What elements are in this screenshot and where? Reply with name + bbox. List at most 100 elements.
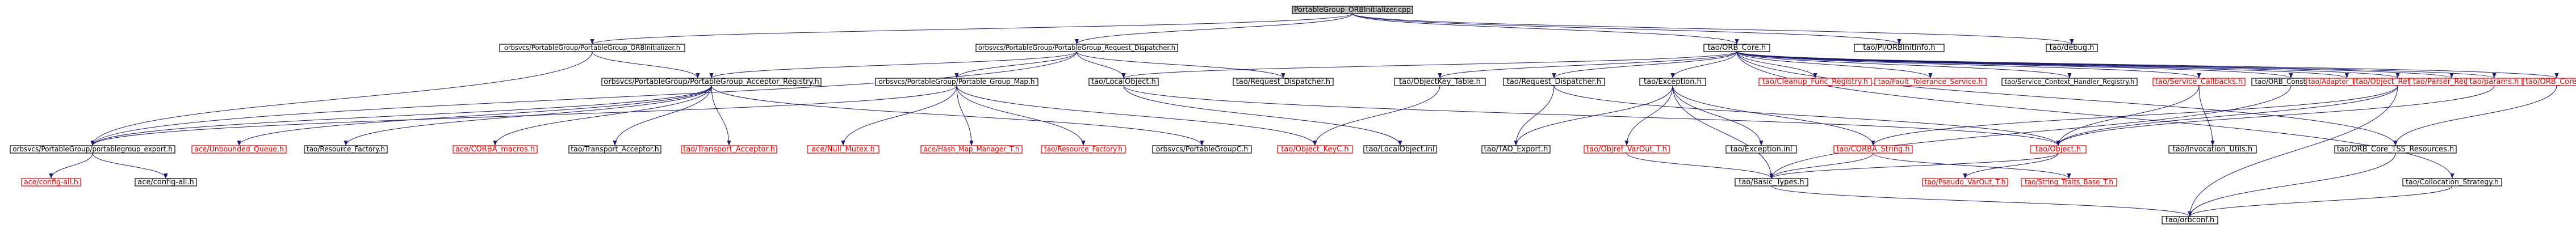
node-label: orbsvcs/PortableGroup/PortableGroup_Requ… [978,44,1175,52]
node-box[interactable] [1703,44,1770,52]
node-label: ace/Null_Mutex.h [811,145,875,154]
dependency-edge-objref_table-to-corba_string [1871,85,2398,146]
node-box[interactable] [10,145,175,154]
node-box[interactable] [2334,145,2457,154]
node-box[interactable] [2001,78,2138,86]
node-box[interactable] [1152,145,1252,154]
node-box[interactable] [2152,78,2246,86]
node-box[interactable] [681,145,777,154]
node-exception[interactable]: tao/Exception.h [1639,78,1706,86]
node-params[interactable]: tao/params.h [2466,78,2523,86]
node-fault-tol[interactable]: tao/Fault_Tolerance_Service.h [1874,77,1987,86]
node-transport-acceptor[interactable]: tao/Transport_Acceptor.h [568,145,661,154]
node-pg-c[interactable]: orbsvcs/PortableGroupC.h [1152,145,1252,154]
node-box[interactable] [1922,178,2008,187]
node-orbinit-h[interactable]: orbsvcs/PortableGroup/PortableGroup_ORBI… [499,44,685,52]
node-pg-export[interactable]: orbsvcs/PortableGroup/portablegroup_expo… [10,145,175,154]
node-reqdisp-h[interactable]: orbsvcs/PortableGroup/PortableGroup_Requ… [975,44,1178,52]
node-transport-acceptor-r[interactable]: tao/Transport_Acceptor.h [681,145,777,154]
node-box[interactable] [499,44,685,52]
node-label: tao/Pseudo_VarOut_T.h [1924,177,2005,186]
node-box[interactable] [568,145,661,154]
node-box[interactable] [21,178,81,187]
node-box[interactable] [304,145,388,154]
node-object-h[interactable]: tao/Object.h [2030,145,2087,154]
node-group-map[interactable]: orbsvcs/PortableGroup/Portable_Group_Map… [875,78,1038,86]
node-box[interactable] [1503,78,1605,86]
node-collocation[interactable]: tao/Collocation_Strategy.h [2402,177,2502,187]
node-orb-core[interactable]: tao/ORB_Core.h [1703,44,1770,52]
node-box[interactable] [2021,178,2117,187]
node-box[interactable] [1277,145,1353,154]
node-unbounded-queue[interactable]: ace/Unbounded_Queue.h [191,145,287,154]
node-label: tao/ORB_Core.inl [2525,78,2576,86]
node-box[interactable] [1481,145,1551,154]
node-exception-inl[interactable]: tao/Exception.inl [1725,145,1797,154]
node-acceptor-reg[interactable]: orbsvcs/PortableGroup/PortableGroup_Acce… [601,78,822,86]
node-box[interactable] [2466,78,2523,86]
node-box[interactable] [1394,78,1486,86]
node-cleanup-func[interactable]: tao/Cleanup_Func_Registry.h [1758,78,1872,86]
node-box[interactable] [1854,44,1945,52]
node-box[interactable] [1088,78,1159,86]
node-svc-callbacks[interactable]: tao/Service_Callbacks.h [2152,78,2246,86]
node-string-traits[interactable]: tao/String_Traits_Base_T.h [2021,178,2117,187]
node-box[interactable] [2523,78,2576,86]
node-box[interactable] [875,78,1038,86]
node-orb-core-inl[interactable]: tao/ORB_Core.inl [2523,78,2576,86]
node-tao-request-disp[interactable]: tao/Request_Dispatcher.h [1503,78,1605,86]
node-orb-core-tss[interactable]: tao/ORB_Core_TSS_Resources.h [2334,145,2457,154]
node-tao-export[interactable]: tao/TAO_Export.h [1481,145,1551,154]
node-box[interactable] [2030,145,2087,154]
node-box[interactable] [2168,145,2257,154]
node-localobject[interactable]: tao/LocalObject.h [1088,78,1159,86]
node-orbconf[interactable]: tao/orbconf.h [2162,216,2218,224]
node-corba-macros[interactable]: ace/CORBA_macros.h [453,145,538,154]
node-box[interactable] [1833,145,1913,154]
node-object-keyc[interactable]: tao/Object_KeyC.h [1277,145,1353,154]
node-box[interactable] [1735,178,1808,187]
node-box[interactable] [453,145,538,154]
node-box[interactable] [2162,216,2218,224]
node-resource-factory-r[interactable]: tao/Resource_Factory.h [1041,145,1126,154]
node-box[interactable] [1584,145,1670,154]
node-box[interactable] [1725,145,1797,154]
node-box[interactable] [1758,78,1872,86]
node-box[interactable] [807,145,879,154]
node-pi-orbinitinfo[interactable]: tao/PI/ORBInitInfo.h [1854,44,1945,52]
node-null-mutex[interactable]: ace/Null_Mutex.h [807,145,879,154]
node-box[interactable] [601,78,822,86]
node-box[interactable] [1363,145,1437,154]
node-localobject-inl[interactable]: tao/LocalObject.inl [1363,145,1437,154]
node-config-all-b[interactable]: ace/config-all.h [135,178,197,187]
dependency-edge-orb_core_inl-to-orb_core_tss [2393,85,2557,146]
dependency-edge-acceptor_reg-to-transport_acceptor [613,85,712,146]
node-box[interactable] [975,44,1178,52]
node-box[interactable] [191,145,287,154]
node-box[interactable] [1233,78,1334,86]
dependency-edge-root-to-debug [1352,13,2074,45]
node-box[interactable] [1874,78,1987,86]
node-box[interactable] [920,145,1023,154]
node-config-all[interactable]: ace/config-all.h [21,177,81,187]
dependency-edge-orb_core-to-adapter_reg [1736,51,2349,79]
node-objectkey-table[interactable]: tao/ObjectKey_Table.h [1394,78,1486,86]
node-svc-ctx[interactable]: tao/Service_Context_Handler_Registry.h [2001,78,2138,86]
node-corba-string[interactable]: tao/CORBA_String.h [1833,145,1913,154]
node-box[interactable] [1041,145,1126,154]
node-root[interactable]: PortableGroup_ORBInitializer.cpp [1292,5,1413,14]
node-box[interactable] [1639,78,1706,86]
node-basic-types[interactable]: tao/Basic_Types.h [1735,178,1808,187]
node-resource-factory[interactable]: tao/Resource_Factory.h [304,145,388,154]
node-request-disp[interactable]: tao/Request_Dispatcher.h [1233,78,1334,86]
node-box[interactable] [135,178,197,187]
node-invocation-utils[interactable]: tao/Invocation_Utils.h [2168,145,2257,154]
node-debug[interactable]: tao/debug.h [2046,44,2098,52]
node-objref-var[interactable]: tao/Objref_VarOut_T.h [1584,145,1670,154]
node-pseudo-var[interactable]: tao/Pseudo_VarOut_T.h [1922,177,2008,187]
node-hash-map[interactable]: ace/Hash_Map_Manager_T.h [920,145,1023,154]
node-box[interactable] [1292,6,1413,14]
dependency-edge-orb_core-to-tao_request_disp [1552,51,1737,79]
node-box[interactable] [2402,178,2502,187]
node-box[interactable] [2046,44,2098,52]
